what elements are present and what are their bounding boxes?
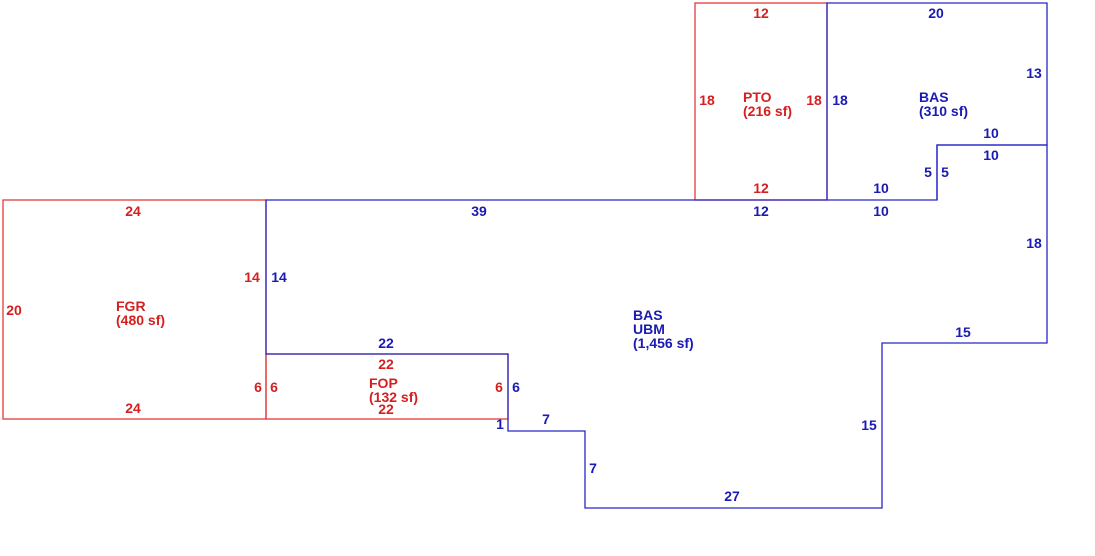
- dim-main-top: 39: [471, 203, 487, 219]
- dim-fop-right: 6: [495, 379, 503, 395]
- fgr-area: (480 sf): [116, 312, 165, 328]
- dim-pto-bottom: 12: [753, 180, 769, 196]
- dim-main-top-mid: 12: [753, 203, 769, 219]
- dim-fop-bottom: 22: [378, 401, 394, 417]
- bas-main-subcode: UBM: [633, 321, 665, 337]
- fop-area: (132 sf): [369, 389, 418, 405]
- dim-main-right-upper: 18: [1026, 235, 1042, 251]
- dim-main-notch-h: 7: [542, 411, 550, 427]
- dim-basup-bottom: 10: [873, 180, 889, 196]
- bas-main-outline: [265, 144, 1048, 509]
- dim-main-top-right: 10: [873, 203, 889, 219]
- bas-upper-area: (310 sf): [919, 103, 968, 119]
- dim-fgr-top: 24: [125, 203, 141, 219]
- dim-fgr-right: 14: [244, 269, 260, 285]
- pto-area: (216 sf): [743, 103, 792, 119]
- dim-fgr-left: 20: [6, 302, 22, 318]
- dim-fgr-bottom: 24: [125, 400, 141, 416]
- dim-main-left-lower: 7: [589, 460, 597, 476]
- dim-main-bottom: 27: [724, 488, 740, 504]
- dim-fop-top-blue: 22: [378, 335, 394, 351]
- dim-main-step-h: 15: [955, 324, 971, 340]
- dim-main-notch-v: 1: [496, 416, 504, 432]
- dim-basup-step-right: 5: [941, 164, 949, 180]
- fgr-code: FGR: [116, 298, 146, 314]
- bas-upper-code: BAS: [919, 89, 949, 105]
- dim-basup-step-left: 5: [924, 164, 932, 180]
- fop-code: FOP: [369, 375, 398, 391]
- dim-basup-step-bottom: 10: [983, 147, 999, 163]
- dim-basup-right: 13: [1026, 65, 1042, 81]
- dim-fop-right-blue: 6: [512, 379, 520, 395]
- dim-fop-top: 22: [378, 356, 394, 372]
- dim-fgr-right-lower: 6: [254, 379, 262, 395]
- dim-basup-top: 20: [928, 5, 944, 21]
- dim-pto-top: 12: [753, 5, 769, 21]
- dim-main-left: 14: [271, 269, 287, 285]
- dim-pto-left: 18: [699, 92, 715, 108]
- bas-main-code: BAS: [633, 307, 663, 323]
- dim-main-right-lower: 15: [861, 417, 877, 433]
- dim-pto-right: 18: [806, 92, 822, 108]
- dim-basup-left: 18: [832, 92, 848, 108]
- dim-fop-left-blue: 6: [270, 379, 278, 395]
- bas-main-area: (1,456 sf): [633, 335, 694, 351]
- pto-code: PTO: [743, 89, 772, 105]
- dim-basup-step-top: 10: [983, 125, 999, 141]
